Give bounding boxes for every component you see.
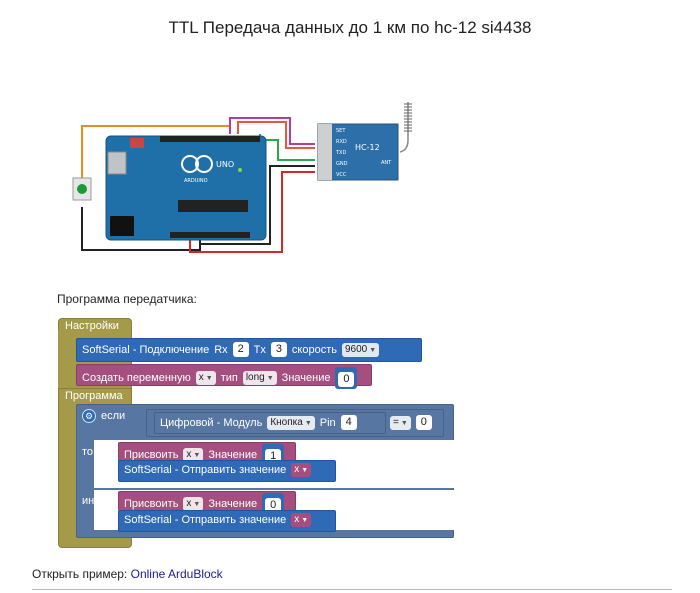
pin-label-set: SET	[336, 128, 346, 134]
gear-icon[interactable]: ⚙	[82, 409, 96, 423]
assign-value-field-else[interactable]: 0	[265, 498, 282, 513]
online-ardublock-link[interactable]: Online ArduBlock	[130, 567, 223, 581]
compare-op: =	[393, 416, 399, 428]
module-value: Кнопка	[270, 416, 303, 428]
program-label: Программа	[65, 390, 123, 402]
tx-label: Tx	[253, 343, 266, 356]
compare-operator-dropdown[interactable]: =▼	[390, 415, 411, 430]
board-brand-text: ARDUINO	[184, 178, 208, 184]
ant-label: ANT	[381, 160, 392, 166]
digital-read-label: Цифровой - Модуль	[160, 416, 263, 429]
page-title: TTL Передача данных до 1 км по hc-12 si4…	[168, 18, 532, 37]
send-var-dropdown[interactable]: x▼	[291, 463, 312, 477]
pin-label: Pin	[319, 416, 336, 429]
speed-value: 9600	[344, 343, 368, 355]
chevron-down-icon: ▼	[301, 467, 309, 474]
type-label: тип	[220, 372, 238, 384]
pin-field[interactable]: 4	[340, 415, 357, 430]
pin-label-gnd: GND	[336, 161, 348, 167]
then-label: то	[82, 446, 94, 458]
value-label: Значение	[281, 372, 331, 384]
assign-label-else: Присвоить	[124, 498, 179, 510]
tx-field[interactable]: 3	[270, 342, 287, 357]
chevron-down-icon: ▼	[193, 452, 201, 459]
arduino-board: ARDUINO UNO	[105, 135, 267, 241]
send-var-name: x	[294, 464, 300, 475]
pin-label-rxd: RXD	[336, 139, 347, 145]
create-var-label: Создать переменную	[82, 372, 191, 384]
chevron-down-icon: ▼	[369, 346, 377, 354]
type-dropdown[interactable]: long▼	[242, 371, 277, 385]
compare-value-field[interactable]: 0	[415, 415, 432, 430]
divider	[32, 589, 672, 590]
section-label: Программа передатчика:	[57, 292, 197, 306]
rx-field[interactable]: 2	[232, 342, 249, 357]
hc12-module: HC-12 SET RXD TXD GND VCC ANT	[317, 123, 399, 181]
chevron-down-icon: ▼	[193, 501, 201, 508]
assign-var-name-else: x	[186, 498, 192, 509]
antenna-icon	[399, 102, 412, 153]
send-label-else: SoftSerial - Отправить значение	[124, 514, 287, 526]
module-dropdown[interactable]: Кнопка▼	[267, 415, 315, 430]
rx-label: Rx	[214, 343, 228, 356]
send-block-else[interactable]	[118, 510, 336, 532]
footer: Открыть пример: Online ArduBlock	[32, 567, 223, 581]
assign-value-label-else: Значение	[208, 498, 258, 510]
assign-var-dropdown-else[interactable]: x▼	[183, 497, 204, 511]
send-var-name-else: x	[294, 514, 300, 525]
module-name-text: HC-12	[355, 143, 380, 152]
else-label: иначе	[82, 495, 112, 507]
circuit-diagram: ARDUINO UNO HC-12 SET RXD TXD GND VCC AN…	[72, 102, 412, 253]
board-model-text: UNO	[216, 160, 234, 169]
var-dropdown[interactable]: x▼	[195, 371, 216, 385]
init-value-field[interactable]: 0	[338, 372, 355, 387]
assign-label: Присвоить	[124, 449, 179, 461]
chevron-down-icon: ▼	[266, 375, 274, 382]
send-block-then[interactable]	[118, 460, 336, 482]
pin-label-vcc: VCC	[336, 172, 347, 178]
send-var-dropdown-else[interactable]: x▼	[291, 513, 312, 527]
chevron-down-icon: ▼	[301, 517, 309, 524]
speed-dropdown[interactable]: 9600▼	[341, 342, 380, 357]
assign-var-dropdown[interactable]: x▼	[183, 448, 204, 462]
chevron-down-icon: ▼	[304, 419, 312, 427]
create-variable-block[interactable]	[76, 364, 372, 386]
footer-label: Открыть пример:	[32, 567, 131, 581]
chevron-down-icon: ▼	[205, 375, 213, 382]
var-name: x	[198, 372, 204, 383]
setup-label: Настройки	[65, 320, 119, 332]
pin-label-txd: TXD	[335, 150, 346, 156]
assign-var-name: x	[186, 449, 192, 460]
type-value: long	[245, 372, 265, 383]
push-button-icon	[72, 177, 92, 201]
if-label: если	[101, 410, 126, 422]
assign-value-label: Значение	[208, 449, 258, 461]
speed-label: скорость	[291, 343, 337, 356]
softserial-connect-label: SoftSerial - Подключение	[82, 343, 210, 356]
chevron-down-icon: ▼	[400, 419, 408, 427]
send-label: SoftSerial - Отправить значение	[124, 464, 287, 476]
